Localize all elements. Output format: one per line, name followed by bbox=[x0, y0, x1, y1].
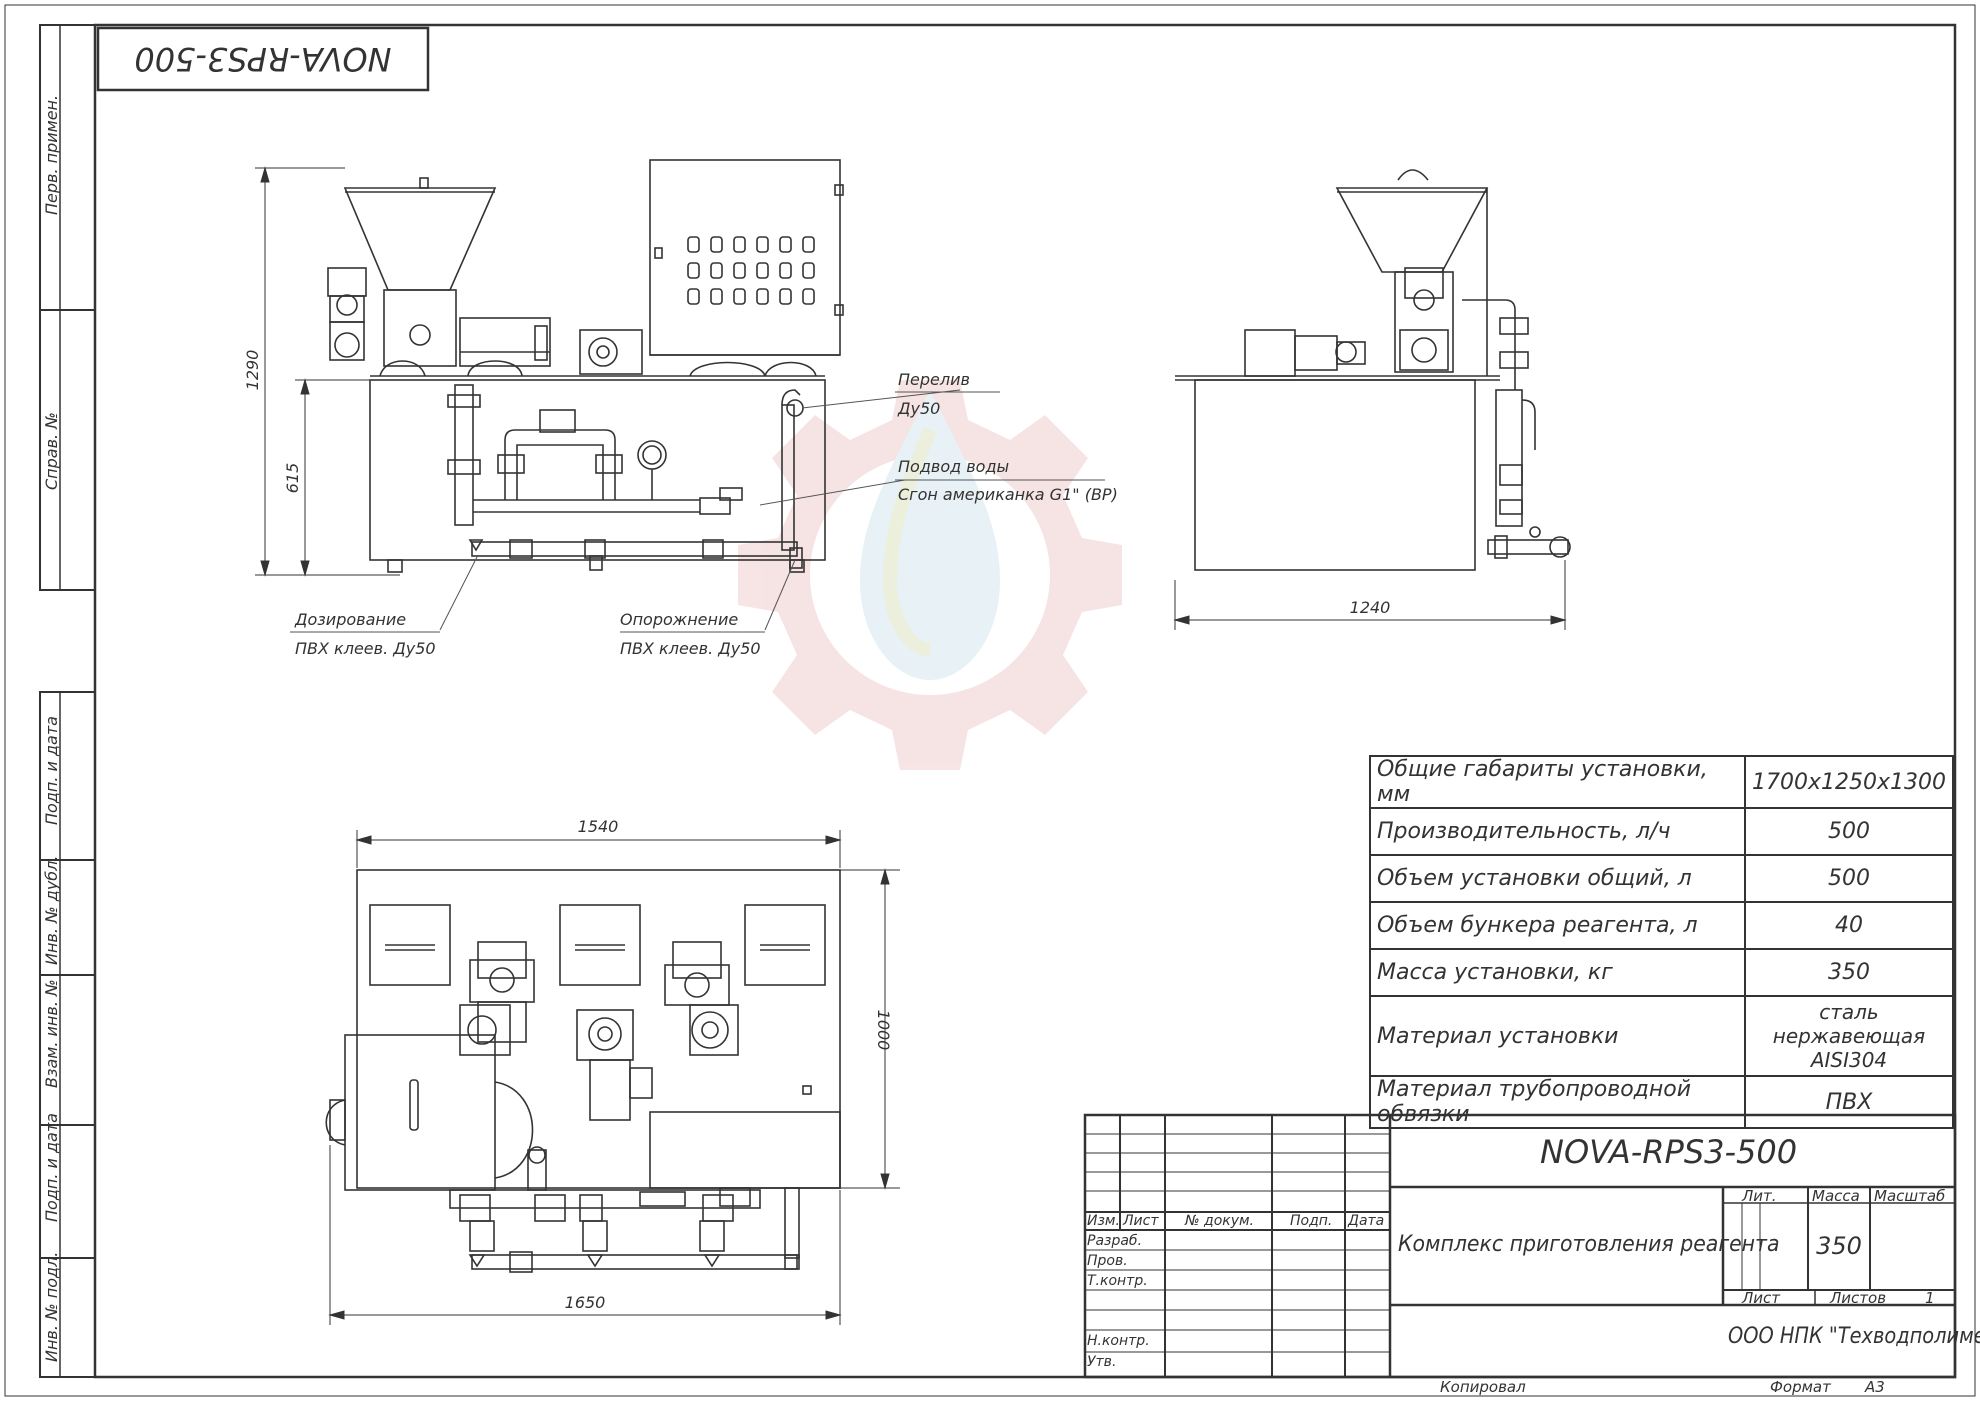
callout-lines bbox=[290, 389, 1105, 633]
side-label-inv-podl: Инв. № подл. bbox=[42, 1252, 61, 1362]
table-row: Материал установки сталь нержавеющая AIS… bbox=[1369, 995, 1955, 1077]
tb-col-izm: Изм. bbox=[1087, 1213, 1120, 1229]
callout-water-title: Подвод воды bbox=[898, 457, 1009, 476]
spec-value: 500 bbox=[1743, 807, 1955, 856]
spec-table: Общие габариты установки, мм 1700х1250х1… bbox=[1369, 755, 1955, 1129]
spec-label: Общие габариты установки, мм bbox=[1369, 755, 1746, 809]
stamp-top-designation: NOVA-RPS3-500 bbox=[134, 40, 391, 78]
spec-label: Материал установки bbox=[1369, 995, 1746, 1077]
tb-sheets-value: 1 bbox=[1925, 1289, 1935, 1307]
tb-copied-label: Копировал bbox=[1440, 1378, 1526, 1396]
spec-value: 40 bbox=[1743, 901, 1955, 950]
tb-sheet-label: Лист bbox=[1742, 1289, 1781, 1307]
table-row: Объем установки общий, л 500 bbox=[1369, 854, 1955, 903]
dim-top-width: 1540 bbox=[578, 817, 619, 836]
spec-label: Объем бункера реагента, л bbox=[1369, 901, 1746, 950]
callout-water-detail: Сгон американка G1" (ВР) bbox=[898, 485, 1118, 504]
top-view bbox=[325, 869, 841, 1273]
front-dimensions bbox=[255, 166, 400, 577]
front-view bbox=[327, 159, 844, 573]
spec-label: Материал трубопроводной обвязки bbox=[1369, 1075, 1746, 1129]
table-row: Объем бункера реагента, л 40 bbox=[1369, 901, 1955, 950]
tb-format-value: А3 bbox=[1865, 1378, 1885, 1396]
tb-row-prov: Пров. bbox=[1087, 1253, 1128, 1269]
side-label-vzam-inv: Взам. инв. № bbox=[42, 979, 61, 1088]
side-label-perv-primen: Перв. примен. bbox=[42, 95, 61, 215]
spec-label: Масса установки, кг bbox=[1369, 948, 1746, 997]
dim-front-tank-height: 615 bbox=[283, 463, 302, 494]
tb-row-tkontr: Т.контр. bbox=[1087, 1273, 1148, 1289]
callout-dosing-title: Дозирование bbox=[294, 610, 406, 629]
tb-company: ООО НПК "Техводполимер" bbox=[1728, 1324, 1980, 1349]
tb-row-razrab: Разраб. bbox=[1087, 1233, 1143, 1249]
tb-format-label: Формат bbox=[1770, 1378, 1831, 1396]
dim-side-width: 1240 bbox=[1350, 598, 1391, 617]
table-row: Производительность, л/ч 500 bbox=[1369, 807, 1955, 856]
spec-value: 1700х1250х1300 bbox=[1743, 755, 1955, 809]
title-designation: NOVA-RPS3-500 bbox=[1540, 1133, 1798, 1171]
callout-overflow-size: Ду50 bbox=[897, 399, 940, 418]
side-label-inv-dubl: Инв. № дубл. bbox=[42, 856, 61, 965]
table-row: Материал трубопроводной обвязки ПВХ bbox=[1369, 1075, 1955, 1129]
side-label-podp-data-2: Подп. и дата bbox=[42, 1113, 61, 1222]
spec-label: Производительность, л/ч bbox=[1369, 807, 1746, 856]
title-block-grid bbox=[1083, 1113, 1957, 1379]
sheet-frame bbox=[4, 4, 1976, 1397]
table-row: Масса установки, кг 350 bbox=[1369, 948, 1955, 997]
callout-overflow-title: Перелив bbox=[898, 370, 970, 389]
table-row: Общие габариты установки, мм 1700х1250х1… bbox=[1369, 755, 1955, 809]
tb-row-utv: Утв. bbox=[1087, 1354, 1117, 1370]
cabinet-buttons bbox=[687, 236, 815, 305]
tb-sheets-label: Листов bbox=[1830, 1289, 1887, 1307]
side-dimensions bbox=[1173, 560, 1567, 630]
tb-lit-label: Лит. bbox=[1742, 1187, 1777, 1205]
callout-drain-title: Опорожнение bbox=[620, 610, 738, 629]
side-label-sprav: Справ. № bbox=[42, 412, 61, 490]
dim-front-height: 1290 bbox=[243, 350, 262, 391]
spec-value: ПВХ bbox=[1743, 1075, 1955, 1129]
spec-value: 500 bbox=[1743, 854, 1955, 903]
spec-value: сталь нержавеющая AISI304 bbox=[1743, 995, 1955, 1077]
dim-top-overall: 1650 bbox=[565, 1293, 606, 1312]
tb-col-list: Лист bbox=[1123, 1213, 1159, 1229]
side-view bbox=[1175, 169, 1571, 571]
tb-col-doc: № докум. bbox=[1185, 1213, 1255, 1229]
spec-value: 350 bbox=[1743, 948, 1955, 997]
callout-dosing-detail: ПВХ клеев. Ду50 bbox=[295, 639, 436, 658]
tb-mass-label: Масса bbox=[1812, 1187, 1860, 1205]
spec-label: Объем установки общий, л bbox=[1369, 854, 1746, 903]
tb-col-data: Дата bbox=[1348, 1213, 1385, 1229]
dim-top-depth: 1000 bbox=[874, 1010, 893, 1051]
tb-scale-label: Масштаб bbox=[1874, 1187, 1946, 1205]
callout-drain-detail: ПВХ клеев. Ду50 bbox=[620, 639, 761, 658]
side-label-podp-data-1: Подп. и дата bbox=[42, 716, 61, 825]
tb-row-nkontr: Н.контр. bbox=[1087, 1333, 1150, 1349]
tb-mass-value: 350 bbox=[1816, 1232, 1862, 1260]
watermark-logo bbox=[738, 380, 1122, 770]
title-product-name: Комплекс приготовления реагента bbox=[1398, 1232, 1780, 1257]
top-dimensions bbox=[328, 830, 900, 1325]
tb-col-podp: Подп. bbox=[1290, 1213, 1333, 1229]
